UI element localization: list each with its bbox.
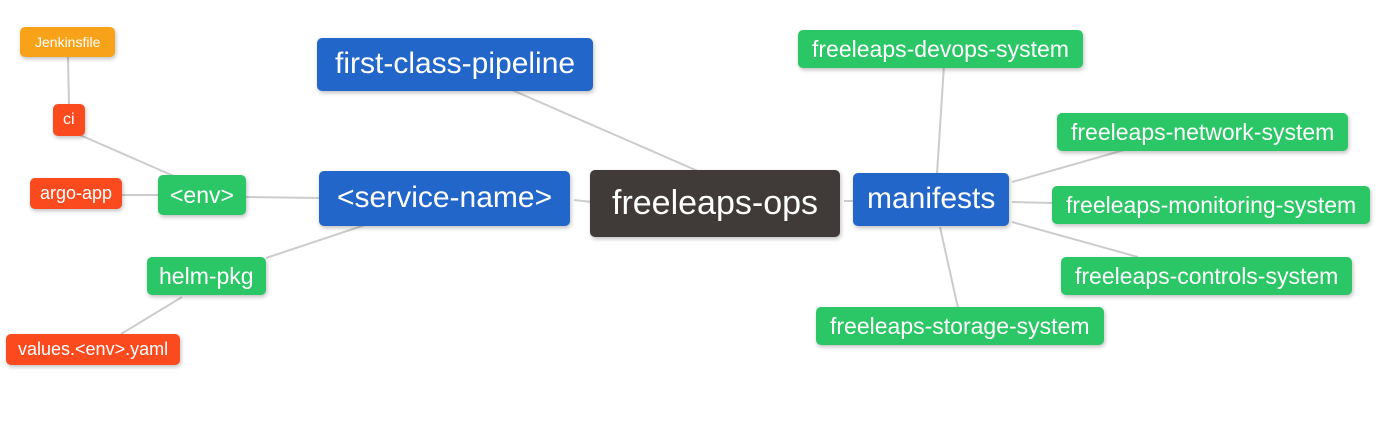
edge-jenkinsfile-ci (67, 56, 70, 106)
edge-service-ops (573, 199, 593, 203)
node-devops[interactable]: freeleaps-devops-system (798, 30, 1083, 69)
edge-pipeline-ops (511, 89, 701, 173)
node-monitoring[interactable]: freeleaps-monitoring-system (1052, 186, 1371, 225)
edge-manifests-devops (936, 64, 945, 175)
edge-helm-pkg-service (265, 223, 369, 259)
edge-manifests-monitoring (1011, 201, 1055, 204)
node-manifests[interactable]: manifests (853, 173, 1010, 226)
edge-env-service (244, 196, 322, 199)
node-network[interactable]: freeleaps-network-system (1057, 113, 1349, 152)
node-ci[interactable]: ci (53, 104, 85, 137)
node-ops[interactable]: freeleaps-ops (590, 170, 841, 238)
node-argo-app[interactable]: argo-app (30, 178, 123, 209)
edge-manifests-network (1011, 149, 1125, 183)
node-values-yaml[interactable]: values.<env>.yaml (6, 334, 181, 365)
edge-manifests-storage (939, 226, 959, 309)
node-storage[interactable]: freeleaps-storage-system (816, 307, 1104, 346)
node-service[interactable]: <service-name> (319, 171, 571, 226)
edge-ci-env (79, 134, 177, 178)
node-jenkinsfile[interactable]: Jenkinsfile (20, 27, 116, 58)
edge-manifests-controls (1011, 221, 1139, 258)
edge-values-yaml-helm-pkg (120, 296, 183, 335)
node-env[interactable]: <env> (158, 175, 246, 216)
node-pipeline[interactable]: first-class-pipeline (317, 38, 594, 91)
node-helm-pkg[interactable]: helm-pkg (147, 257, 266, 296)
node-controls[interactable]: freeleaps-controls-system (1061, 257, 1353, 296)
